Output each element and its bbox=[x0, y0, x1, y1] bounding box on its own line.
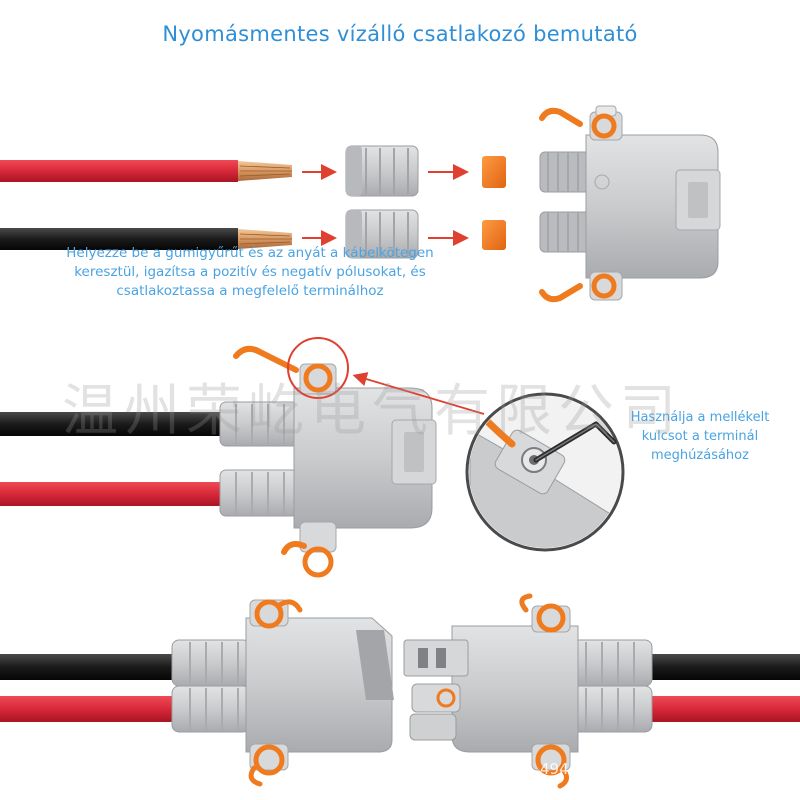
step1-caption-line: csatlakoztassa a megfelelő terminálhoz bbox=[116, 283, 384, 299]
red-cable bbox=[0, 160, 238, 182]
step2-caption-line: Használja a mellékelt bbox=[630, 410, 770, 425]
step2-caption: Használja a mellékelt kulcsot a terminál… bbox=[612, 408, 788, 465]
watermark-number: 4944 bbox=[540, 760, 579, 778]
rubber-seal-bottom bbox=[482, 220, 506, 250]
arrow-pointer-icon bbox=[352, 372, 485, 415]
connector-left bbox=[171, 599, 394, 787]
red-cable bbox=[650, 696, 800, 722]
black-cable bbox=[650, 654, 800, 680]
step1-caption: Helyezze be a gumigyűrűt és az anyát a k… bbox=[20, 244, 480, 301]
red-cable bbox=[0, 482, 240, 506]
step2-assembled-view bbox=[0, 337, 625, 578]
watermark: 温州荣屹电气有限公司 bbox=[62, 379, 682, 444]
step1-exploded-view bbox=[0, 105, 721, 303]
cable-nut-bottom bbox=[345, 209, 419, 259]
black-cable bbox=[0, 412, 240, 436]
page-title: Nyomásmentes vízálló csatlakozó bemutató bbox=[162, 22, 638, 46]
connector-right bbox=[403, 593, 653, 789]
connector-assembled bbox=[219, 345, 437, 578]
step1-caption-line: Helyezze be a gumigyűrűt és az anyát a k… bbox=[66, 245, 434, 261]
black-cable bbox=[0, 654, 182, 680]
step2-caption-line: kulcsot a terminál bbox=[641, 429, 759, 444]
step1-caption-line: keresztül, igazítsa a pozitív és negatív… bbox=[74, 264, 426, 280]
black-cable bbox=[0, 228, 238, 250]
cable-nut-top bbox=[345, 145, 419, 197]
highlight-circle bbox=[287, 337, 349, 399]
step3-mating-view bbox=[0, 593, 800, 789]
magnifier-circle-icon bbox=[465, 392, 625, 552]
connector-housing-exploded bbox=[539, 105, 721, 303]
step2-caption-line: meghúzásához bbox=[651, 448, 749, 463]
rubber-seal-top bbox=[482, 156, 506, 188]
red-cable bbox=[0, 696, 182, 722]
